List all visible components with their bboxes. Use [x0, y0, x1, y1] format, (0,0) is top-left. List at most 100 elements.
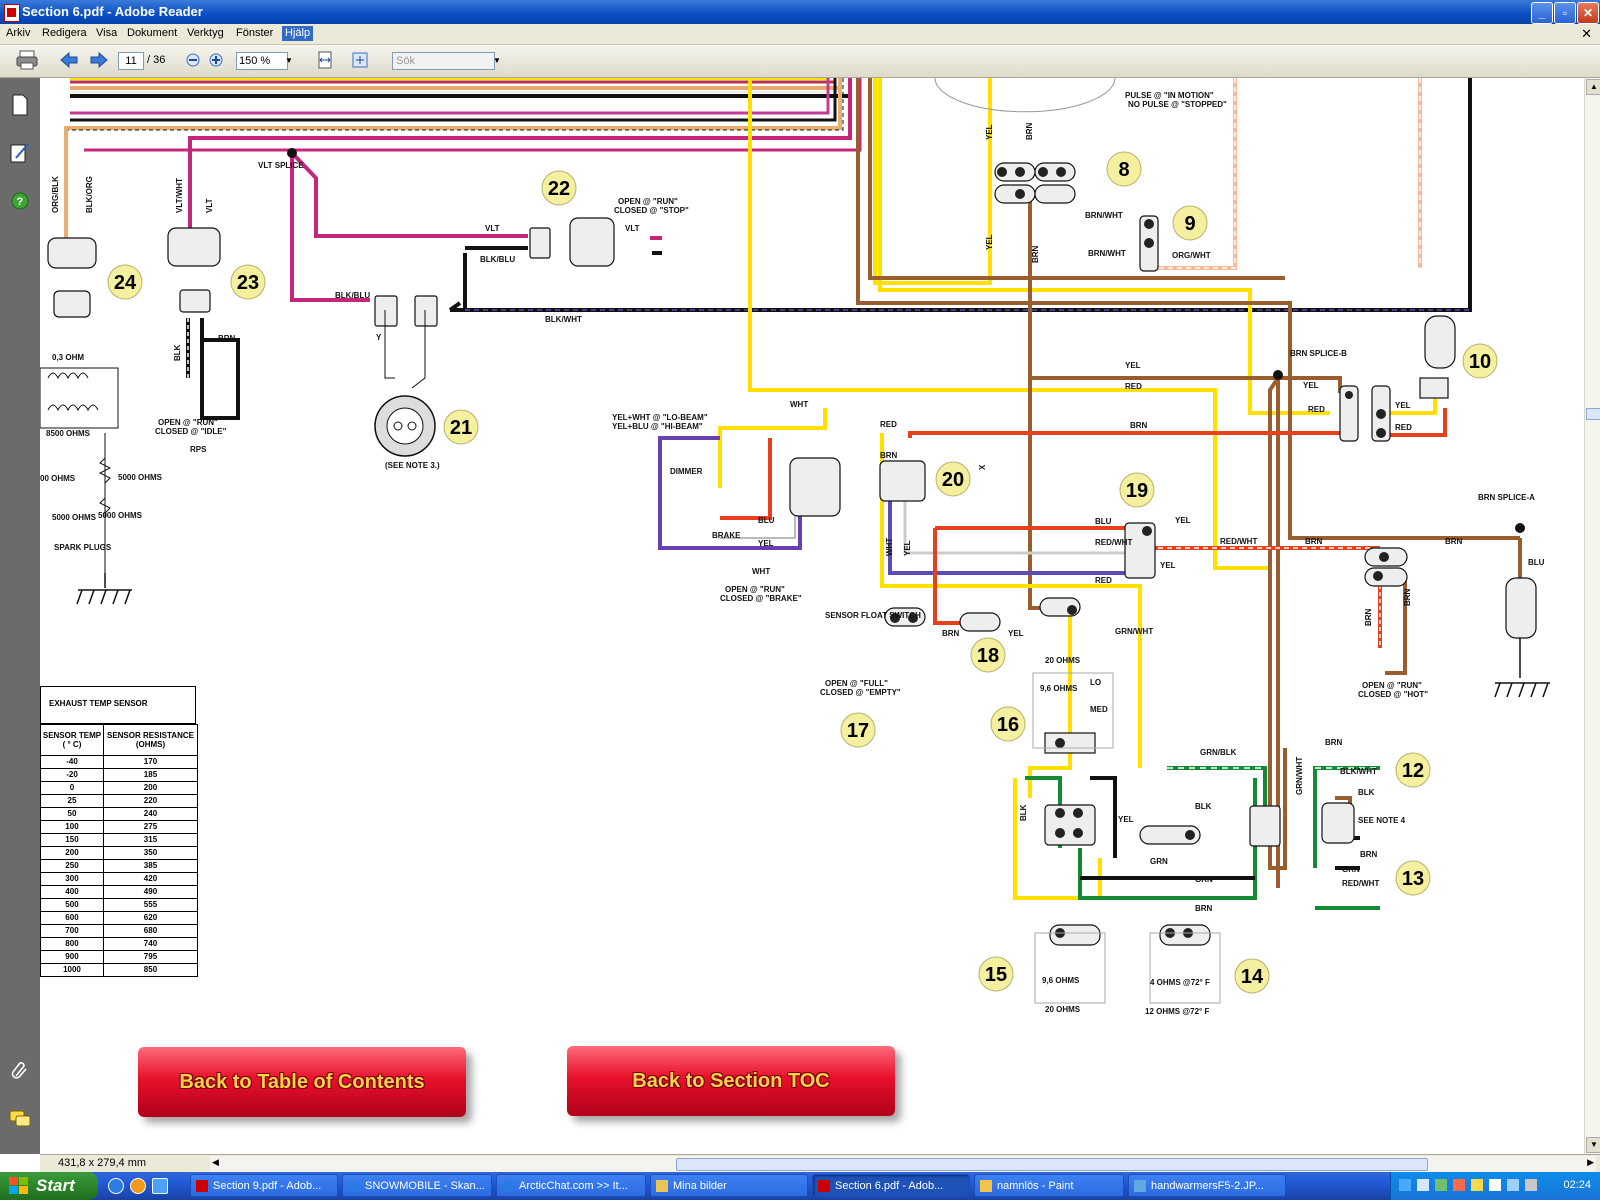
- tray-icon-8[interactable]: [1525, 1179, 1537, 1191]
- svg-text:WHT: WHT: [752, 567, 770, 576]
- zoom-in-icon[interactable]: [208, 50, 224, 70]
- svg-text:BRN: BRN: [1195, 904, 1213, 913]
- scroll-down-icon[interactable]: ▼: [1586, 1137, 1600, 1153]
- zoom-out-icon[interactable]: [185, 50, 201, 70]
- fit-page-icon[interactable]: [350, 50, 370, 70]
- svg-text:?: ?: [17, 196, 24, 208]
- back-to-toc-button[interactable]: Back to Table of Contents: [138, 1047, 466, 1117]
- horizontal-scroll-thumb[interactable]: [676, 1158, 1428, 1171]
- svg-text:ORG/WHT: ORG/WHT: [1172, 251, 1211, 260]
- tray-icon-5[interactable]: [1471, 1179, 1483, 1191]
- taskbar-item-arcticchat[interactable]: ArcticChat.com >> It...: [496, 1174, 646, 1197]
- search-dropdown-icon[interactable]: ▼: [493, 55, 501, 65]
- back-to-section-toc-button[interactable]: Back to Section TOC: [567, 1046, 895, 1116]
- print-icon[interactable]: [14, 50, 40, 70]
- previous-page-icon[interactable]: [58, 50, 80, 70]
- svg-text:GRN: GRN: [1150, 857, 1168, 866]
- resistance-cell: 200: [102, 781, 199, 795]
- svg-text:YEL: YEL: [1160, 561, 1176, 570]
- network-icon[interactable]: [1507, 1179, 1519, 1191]
- back-to-toc-label: Back to Table of Contents: [179, 1070, 425, 1093]
- svg-text:BLK/BLU: BLK/BLU: [480, 255, 515, 264]
- svg-text:BLU: BLU: [758, 516, 775, 525]
- temp-cell: 900: [40, 950, 104, 964]
- svg-text:BLK/WHT: BLK/WHT: [545, 315, 582, 324]
- taskbar-item-snowmobile[interactable]: SNOWMOBILE - Skan...: [342, 1174, 492, 1197]
- svg-text:RED/WHT: RED/WHT: [1095, 538, 1132, 547]
- tray-icon-1[interactable]: [1399, 1179, 1411, 1191]
- search-input[interactable]: Sök: [392, 52, 495, 70]
- maximize-button[interactable]: ▫: [1554, 2, 1576, 24]
- temp-cell: 200: [40, 846, 104, 860]
- svg-text:BRN: BRN: [1305, 537, 1323, 546]
- callout-21: 21: [443, 409, 479, 445]
- document-view[interactable]: 8 9 10 12 13 14 15 16 17 18 19 20 21 22 …: [40, 78, 1584, 1154]
- callout-17: 17: [840, 712, 876, 748]
- menu-dokument[interactable]: Dokument: [127, 27, 178, 39]
- next-page-icon[interactable]: [88, 50, 110, 70]
- attachments-icon[interactable]: [9, 1060, 31, 1082]
- menu-visa[interactable]: Visa: [96, 27, 118, 39]
- svg-text:VLT: VLT: [485, 224, 500, 233]
- zoom-level-input[interactable]: 150 %: [236, 52, 288, 70]
- menu-verktyg[interactable]: Verktyg: [187, 27, 224, 39]
- vertical-scroll-thumb[interactable]: [1586, 408, 1600, 420]
- quicklaunch-app-icon[interactable]: [152, 1178, 168, 1194]
- temp-cell: 100: [40, 820, 104, 834]
- menu-fonster[interactable]: Fönster: [236, 27, 274, 39]
- menu-hjalp[interactable]: Hjälp: [282, 26, 314, 41]
- scroll-up-icon[interactable]: ▲: [1586, 79, 1600, 95]
- zoom-dropdown-icon[interactable]: ▼: [285, 55, 293, 65]
- taskbar-item-handwarmers[interactable]: handwarmersF5-2.JP...: [1128, 1174, 1286, 1197]
- svg-text:RED/WHT: RED/WHT: [1342, 879, 1379, 888]
- svg-text:21: 21: [450, 417, 472, 439]
- svg-text:BLK/WHT: BLK/WHT: [1340, 767, 1377, 776]
- quicklaunch-ie-icon[interactable]: [108, 1178, 124, 1194]
- taskbar-item-section9[interactable]: Section 9.pdf - Adob...: [190, 1174, 338, 1197]
- temp-cell: 400: [40, 885, 104, 899]
- svg-text:BRN: BRN: [942, 629, 960, 638]
- document-close-icon[interactable]: ✕: [1581, 26, 1592, 41]
- scroll-left-icon[interactable]: ◀: [212, 1157, 219, 1167]
- close-button[interactable]: ✕: [1577, 2, 1599, 24]
- scroll-right-icon[interactable]: ▶: [1587, 1157, 1594, 1167]
- comments-icon[interactable]: [9, 1108, 31, 1130]
- svg-text:BLK: BLK: [173, 344, 182, 361]
- tray-icon-4[interactable]: [1453, 1179, 1465, 1191]
- page-total: / 36: [147, 54, 166, 66]
- signatures-icon[interactable]: [9, 142, 31, 164]
- resistance-cell: 315: [102, 833, 199, 847]
- svg-text:LO: LO: [1090, 678, 1101, 687]
- resistance-cell: 740: [102, 937, 199, 951]
- svg-text:10: 10: [1469, 351, 1491, 373]
- svg-text:20: 20: [942, 469, 964, 491]
- taskbar-item-mina-bilder[interactable]: Mina bilder: [650, 1174, 808, 1197]
- menu-redigera[interactable]: Redigera: [42, 27, 87, 39]
- taskbar: Start Section 9.pdf - Adob... SNOWMOBILE…: [0, 1172, 1600, 1200]
- svg-text:CLOSED @ "IDLE": CLOSED @ "IDLE": [155, 427, 227, 436]
- status-bar: 431,8 x 279,4 mm ◀ ▶: [40, 1154, 1600, 1173]
- pages-icon[interactable]: [9, 94, 31, 116]
- tray-icon-3[interactable]: [1435, 1179, 1447, 1191]
- vertical-scrollbar[interactable]: ▲ ▼: [1584, 78, 1600, 1154]
- horizontal-scrollbar[interactable]: ◀ ▶: [210, 1156, 1596, 1172]
- speaker-icon[interactable]: [1489, 1179, 1501, 1191]
- taskbar-item-section6[interactable]: Section 6.pdf - Adob...: [812, 1174, 970, 1197]
- system-tray: 02:24: [1390, 1172, 1600, 1200]
- fit-width-icon[interactable]: [315, 50, 335, 70]
- taskbar-item-paint[interactable]: namnlös - Paint: [974, 1174, 1124, 1197]
- tray-icon-2[interactable]: [1417, 1179, 1429, 1191]
- svg-text:BRN: BRN: [1445, 537, 1463, 546]
- minimize-button[interactable]: _: [1531, 2, 1553, 24]
- menu-arkiv[interactable]: Arkiv: [6, 27, 31, 39]
- quicklaunch-firefox-icon[interactable]: [130, 1178, 146, 1194]
- help-icon[interactable]: ?: [9, 190, 31, 212]
- svg-text:16: 16: [997, 714, 1019, 736]
- start-button[interactable]: Start: [0, 1172, 98, 1200]
- svg-text:BLU: BLU: [1095, 517, 1112, 526]
- page-number-input[interactable]: 11: [118, 52, 144, 70]
